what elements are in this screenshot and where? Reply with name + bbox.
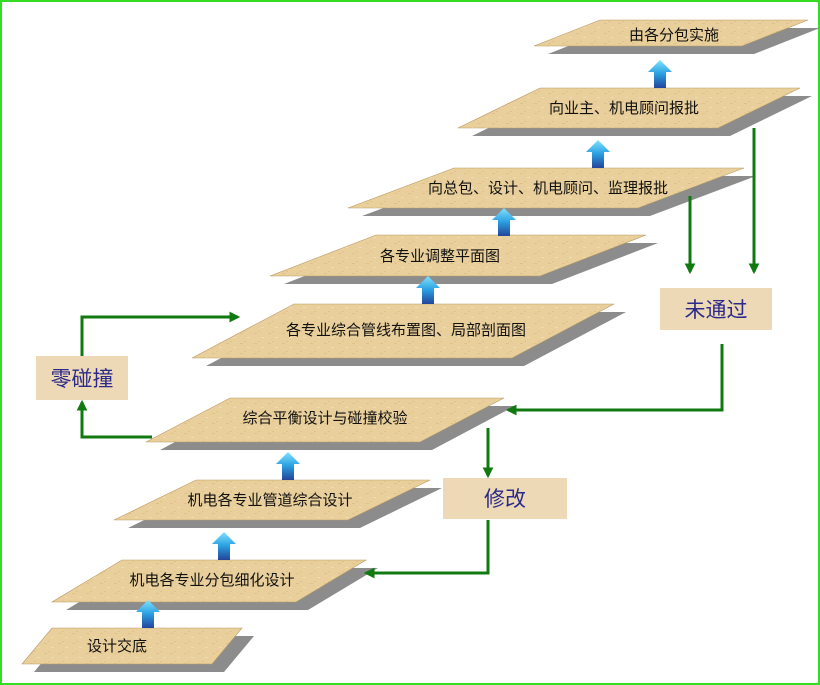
note-zero-collision-label: 零碰撞	[51, 367, 114, 391]
up-arrow-1-to-2	[136, 600, 160, 628]
step-3-label: 机电各专业管道综合设计	[187, 491, 352, 509]
step-1-label: 设计交底	[87, 637, 147, 655]
up-arrows	[136, 60, 672, 628]
note-modify-label: 修改	[484, 487, 526, 511]
arrow-zero-collision-to-step5	[80, 311, 241, 356]
step-9-label: 由各分包实施	[629, 26, 719, 44]
step-1-design-briefing: 设计交底	[21, 627, 254, 672]
up-arrow-8-to-9	[648, 60, 672, 88]
up-arrow-3-to-4	[276, 452, 300, 480]
step-4-label: 综合平衡设计与碰撞校验	[242, 409, 407, 427]
arrow-not-passed-to-step4	[505, 344, 724, 416]
step-2-label: 机电各专业分包细化设计	[129, 571, 294, 589]
note-modify: 修改	[443, 478, 567, 519]
arrow-step4-to-zero-collision	[76, 399, 152, 439]
step-4-balance-and-collision-check: 综合平衡设计与碰撞校验	[145, 397, 515, 450]
step-3-pipeline-integrated-design: 机电各专业管道综合设计	[113, 479, 442, 528]
note-not-passed: 未通过	[660, 288, 772, 330]
step-2-subcontract-detail-design: 机电各专业分包细化设计	[50, 559, 378, 610]
note-zero-collision: 零碰撞	[36, 356, 128, 400]
step-7-submit-to-contractor-designer-consultant-supervisor: 向总包、设计、机电顾问、监理报批	[347, 167, 756, 216]
flow-arrows	[76, 128, 760, 579]
step-6-label: 各专业调整平面图	[380, 247, 500, 265]
step-8-submit-to-owner-consultant: 向业主、机电顾问报批	[457, 87, 812, 136]
up-arrow-5-to-6	[416, 276, 440, 304]
step-9-implemented-by-subcontractors: 由各分包实施	[533, 19, 820, 54]
up-arrow-7-to-8	[586, 140, 610, 168]
step-6-adjusted-plan-drawings: 各专业调整平面图	[269, 234, 658, 284]
note-not-passed-label: 未通过	[685, 298, 748, 322]
step-5-label: 各专业综合管线布置图、局部剖面图	[286, 321, 526, 339]
up-arrow-6-to-7	[492, 208, 516, 236]
step-7-label: 向总包、设计、机电顾问、监理报批	[428, 179, 668, 197]
up-arrow-2-to-3	[212, 532, 236, 560]
step-8-label: 向业主、机电顾问报批	[549, 99, 699, 117]
step-5-layout-and-section-drawings: 各专业综合管线布置图、局部剖面图	[191, 303, 626, 366]
arrow-modify-to-step2	[363, 520, 490, 579]
